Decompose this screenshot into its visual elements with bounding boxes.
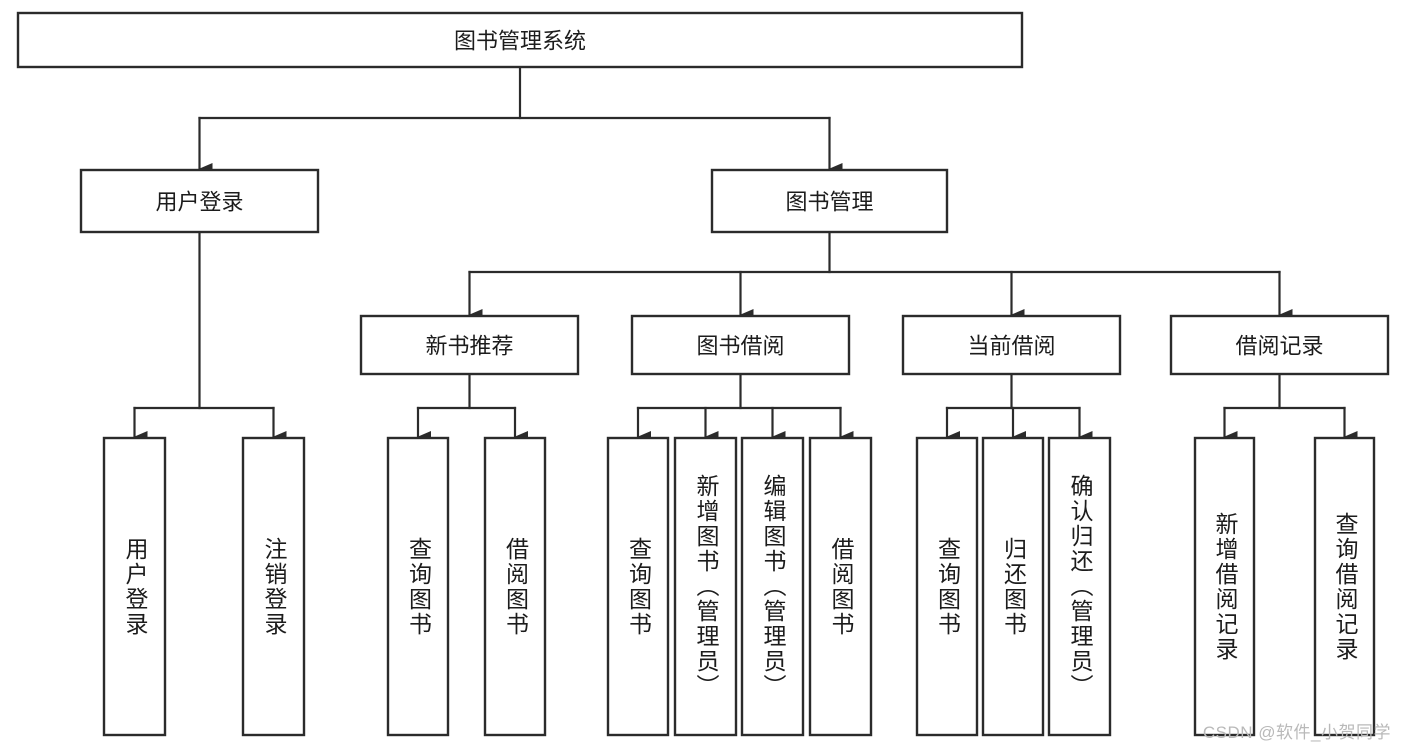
node-box-leaf-query-book-2[interactable]	[606, 436, 670, 737]
node-box-book-manage[interactable]	[710, 168, 949, 234]
node-box-leaf-query-borrow-record[interactable]	[1313, 436, 1376, 737]
node-box-leaf-return-book[interactable]	[981, 436, 1045, 737]
node-box-leaf-confirm-return[interactable]	[1047, 436, 1112, 737]
node-box-leaf-query-book-1[interactable]	[386, 436, 450, 737]
node-label-borrow-record: 借阅记录	[1235, 334, 1323, 359]
node-box-new-book-recommend[interactable]	[359, 314, 580, 376]
node-box-current-borrow[interactable]	[901, 314, 1122, 376]
node-label-current-borrow: 当前借阅	[967, 334, 1055, 359]
node-box-borrow-record[interactable]	[1169, 314, 1390, 376]
node-box-leaf-add-book[interactable]	[673, 436, 738, 737]
node-box-layer	[16, 11, 1390, 737]
node-box-leaf-edit-book[interactable]	[740, 436, 805, 737]
node-box-leaf-add-borrow-record[interactable]	[1193, 436, 1256, 737]
node-label-root: 图书管理系统	[454, 29, 586, 54]
connector-layer	[133, 65, 1358, 443]
watermark: CSDN @软件_小贺同学	[1202, 723, 1391, 742]
node-box-leaf-borrow-book-2[interactable]	[808, 436, 873, 737]
node-box-book-borrow[interactable]	[630, 314, 851, 376]
node-label-new-book-recommend: 新书推荐	[425, 334, 513, 359]
node-label-book-borrow: 图书借阅	[696, 334, 784, 359]
node-box-leaf-user-login[interactable]	[102, 436, 167, 737]
node-box-root[interactable]	[16, 11, 1024, 69]
node-box-leaf-query-book-3[interactable]	[915, 436, 979, 737]
node-label-user-login: 用户登录	[155, 190, 243, 215]
node-label-book-manage: 图书管理	[785, 190, 873, 215]
node-box-user-login[interactable]	[79, 168, 320, 234]
node-box-leaf-user-logout[interactable]	[241, 436, 306, 737]
node-box-leaf-borrow-book-1[interactable]	[483, 436, 547, 737]
